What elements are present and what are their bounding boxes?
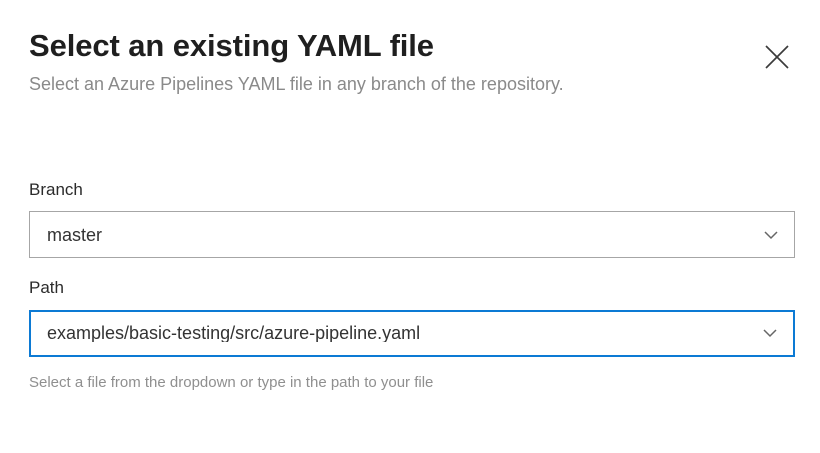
dialog-subtitle: Select an Azure Pipelines YAML file in a… <box>29 73 564 94</box>
path-input[interactable]: examples/basic-testing/src/azure-pipelin… <box>47 324 421 343</box>
branch-label: Branch <box>29 180 83 199</box>
chevron-down-icon <box>760 323 780 343</box>
path-helper-text: Select a file from the dropdown or type … <box>29 373 434 391</box>
yaml-file-form: Branch master Path examples/basic-testin… <box>29 180 795 392</box>
branch-combobox[interactable]: master <box>29 211 795 259</box>
branch-dropdown-toggle[interactable] <box>748 212 794 257</box>
path-label: Path <box>29 278 64 298</box>
dialog-header: Select an existing YAML file Select an A… <box>29 28 791 98</box>
close-icon <box>762 42 792 72</box>
page-title: Select an existing YAML file <box>29 28 434 63</box>
path-combobox[interactable]: examples/basic-testing/src/azure-pipelin… <box>29 309 795 357</box>
chevron-down-icon <box>761 225 781 245</box>
path-field-group: Path examples/basic-testing/src/azure-pi… <box>29 278 795 392</box>
branch-field-group: Branch master <box>29 180 795 259</box>
branch-input[interactable]: master <box>47 225 103 244</box>
close-button[interactable] <box>754 34 800 80</box>
path-dropdown-toggle[interactable] <box>747 312 793 355</box>
